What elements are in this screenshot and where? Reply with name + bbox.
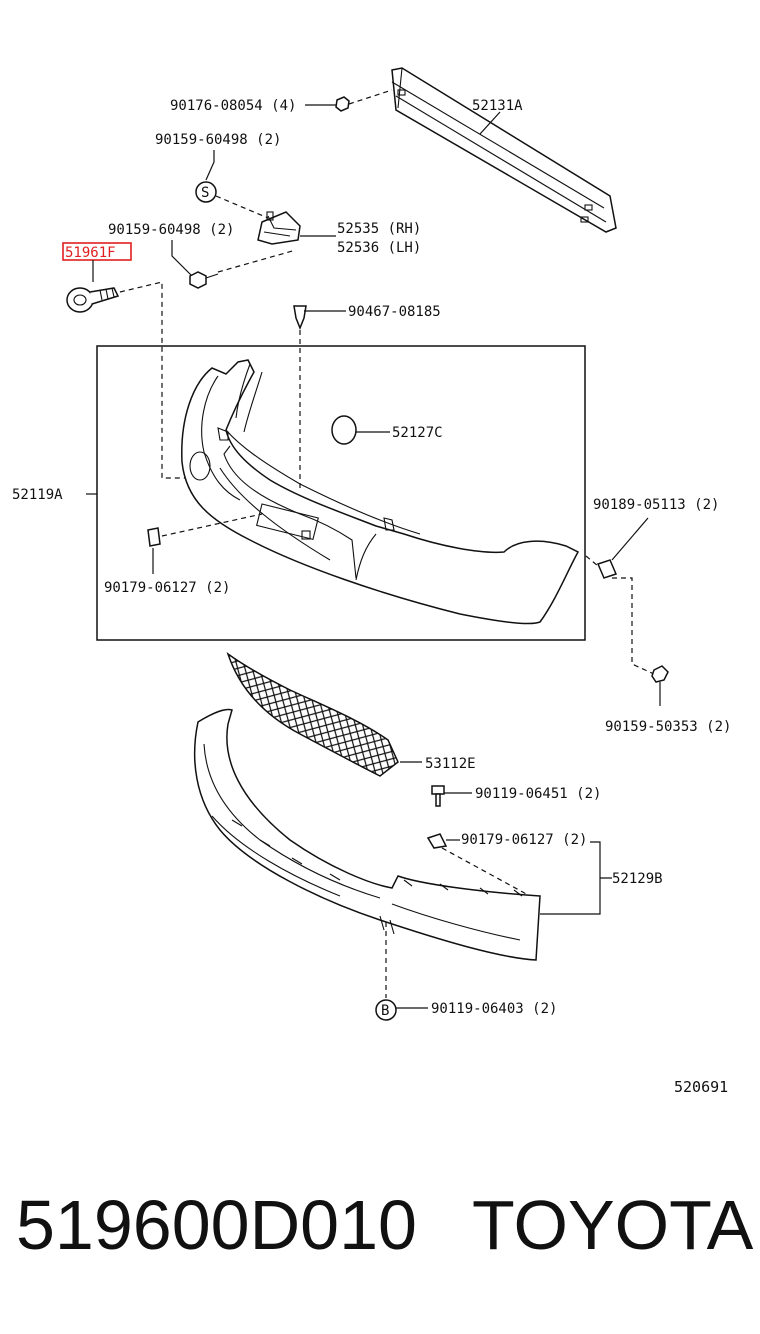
label-90179-06127-lower: 90179-06127 (2) bbox=[461, 832, 587, 848]
nut-90176-08054 bbox=[305, 89, 393, 112]
label-90179-06127-upper: 90179-06127 (2) bbox=[104, 580, 230, 596]
label-90159-60498-lower: 90159-60498 (2) bbox=[108, 222, 234, 238]
reinforcement-52131A bbox=[391, 67, 617, 233]
screw-90159-50353 bbox=[651, 665, 669, 706]
mark-b: B bbox=[381, 1003, 389, 1019]
nut-90179-06127-upper bbox=[147, 513, 263, 574]
mark-s: S bbox=[201, 185, 209, 201]
brand-name: TOYOTA bbox=[472, 1186, 754, 1264]
label-90467-08185: 90467-08185 bbox=[348, 304, 441, 320]
label-51961F: 51961F bbox=[65, 245, 116, 261]
lower-spoiler-52129B bbox=[193, 708, 541, 961]
clip-90467-08185 bbox=[293, 305, 346, 331]
label-53112E: 53112E bbox=[425, 756, 476, 772]
towing-hook-51961F bbox=[66, 287, 120, 313]
bracket-52535-52536 bbox=[257, 211, 336, 245]
diagram-code: 520691 bbox=[674, 1078, 729, 1096]
grille-53112E bbox=[226, 652, 422, 777]
label-52119A: 52119A bbox=[12, 487, 63, 503]
screw-90119-06451 bbox=[431, 785, 472, 807]
cap-52127C bbox=[331, 415, 390, 445]
label-52536: 52536 (LH) bbox=[337, 240, 421, 256]
label-90119-06403: 90119-06403 (2) bbox=[431, 1001, 557, 1017]
label-52127C: 52127C bbox=[392, 425, 443, 441]
bumper-cover-52119A bbox=[181, 359, 580, 625]
screw-90159-60498 bbox=[189, 271, 219, 289]
label-52131A: 52131A bbox=[472, 98, 523, 114]
label-90119-06451: 90119-06451 (2) bbox=[475, 786, 601, 802]
label-52535: 52535 (RH) bbox=[337, 221, 421, 237]
bumper-cover-frame bbox=[96, 345, 586, 641]
screw-mark-b: B bbox=[375, 999, 428, 1021]
nut-90179-06127-lower bbox=[426, 833, 460, 849]
label-90189-05113: 90189-05113 (2) bbox=[593, 497, 719, 513]
screw-mark-s: S bbox=[195, 181, 217, 203]
label-52129B: 52129B bbox=[612, 871, 663, 887]
label-90159-50353: 90159-50353 (2) bbox=[605, 719, 731, 735]
label-90176-08054: 90176-08054 (4) bbox=[170, 98, 296, 114]
label-90159-60498-top: 90159-60498 (2) bbox=[155, 132, 281, 148]
highlight-box-51961F bbox=[62, 242, 132, 261]
part-number: 519600D010 bbox=[16, 1186, 417, 1264]
clip-90189-05113 bbox=[596, 559, 618, 579]
